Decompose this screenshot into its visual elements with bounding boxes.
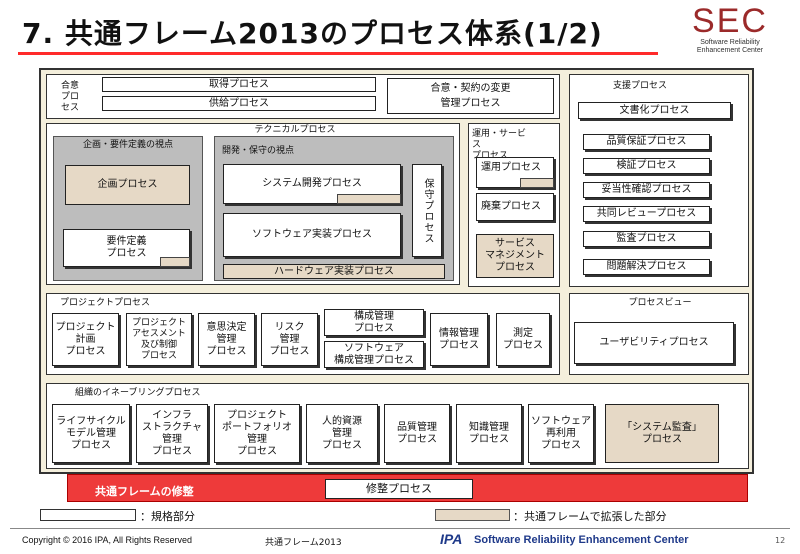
disposal-process: 廃棄プロセス bbox=[476, 193, 554, 221]
system-dev-extension-mark bbox=[337, 194, 401, 204]
legend-extended-swatch bbox=[435, 509, 510, 521]
operation-label: 運用・サービス プロセス bbox=[472, 129, 527, 161]
process-view-label: プロセスビュー bbox=[628, 298, 692, 308]
portfolio-management-process: プロジェクト ポートフォリオ 管理 プロセス bbox=[214, 404, 300, 463]
technical-label: テクニカルプロセス bbox=[254, 125, 336, 135]
planning-process: 企画プロセス bbox=[65, 165, 190, 205]
sec-logo-subtitle: Software Reliability Enhancement Center bbox=[696, 39, 764, 54]
operation-process-label: 運用プロセス bbox=[481, 162, 541, 173]
agreement-group-label: 合意 プロ セス bbox=[60, 81, 79, 113]
acquisition-process: 取得プロセス bbox=[102, 77, 376, 92]
lifecycle-model-management-process: ライフサイクル モデル管理 プロセス bbox=[52, 404, 130, 463]
quality-management-process: 品質管理 プロセス bbox=[384, 404, 450, 463]
disposal-process-label: 廃棄プロセス bbox=[481, 201, 541, 212]
project-label: プロジェクトプロセス bbox=[60, 298, 151, 308]
audit-process: 監査プロセス bbox=[583, 231, 710, 247]
footer-copyright: Copyright © 2016 IPA, All Rights Reserve… bbox=[22, 535, 193, 545]
usability-process: ユーザビリティプロセス bbox=[574, 322, 734, 364]
joint-review-process: 共同レビュープロセス bbox=[583, 206, 710, 222]
ipa-logo: IPA bbox=[440, 531, 463, 547]
page-number: 12 bbox=[775, 536, 786, 545]
human-resource-management-process: 人的資源 管理 プロセス bbox=[306, 404, 378, 463]
hardware-implementation-process: ハードウェア実装プロセス bbox=[223, 264, 445, 279]
maintenance-process: 保守プロセス bbox=[412, 164, 442, 257]
system-audit-process: 「システム監査」 プロセス bbox=[605, 404, 719, 463]
page-title: 7. 共通フレーム2013のプロセス体系(1/2) bbox=[22, 17, 603, 50]
supply-process: 供給プロセス bbox=[102, 96, 376, 111]
information-management-process: 情報管理 プロセス bbox=[430, 313, 488, 366]
service-management-process: サービス マネジメント プロセス bbox=[476, 234, 554, 278]
software-configuration-management-process: ソフトウェア 構成管理プロセス bbox=[324, 341, 424, 368]
requirements-extension-mark bbox=[160, 257, 190, 267]
risk-management-process: リスク 管理 プロセス bbox=[261, 313, 318, 366]
quality-assurance-process: 品質保証プロセス bbox=[583, 134, 710, 150]
project-assessment-control-process: プロジェクト アセスメント 及び制御 プロセス bbox=[126, 313, 192, 366]
planning-perspective-label: 企画・要件定義の視点 bbox=[82, 140, 173, 150]
configuration-management-process: 構成管理 プロセス bbox=[324, 309, 424, 336]
project-planning-process: プロジェクト 計画 プロセス bbox=[52, 313, 119, 366]
maintenance-process-label: 保守プロセス bbox=[422, 177, 433, 244]
software-reuse-process: ソフトウェア 再利用 プロセス bbox=[528, 404, 594, 463]
problem-resolution-process: 問題解決プロセス bbox=[583, 259, 710, 275]
knowledge-management-process: 知識管理 プロセス bbox=[456, 404, 522, 463]
tailoring-label: 共通フレームの修整 bbox=[95, 485, 194, 498]
sec-logo: SEC bbox=[692, 2, 768, 40]
footer-center-name: Software Reliability Enhancement Center bbox=[474, 534, 689, 546]
validation-process: 妥当性確認プロセス bbox=[583, 182, 710, 198]
infrastructure-management-process: インフラ ストラクチャ 管理 プロセス bbox=[136, 404, 208, 463]
footer-divider bbox=[10, 528, 790, 529]
legend-standard-label: ：規格部分 bbox=[140, 510, 195, 523]
measurement-process: 測定 プロセス bbox=[496, 313, 550, 366]
tailoring-process: 修整プロセス bbox=[325, 479, 473, 499]
software-implementation-process: ソフトウェア実装プロセス bbox=[223, 213, 401, 257]
title-underline bbox=[18, 52, 658, 55]
agreement-change-mgmt-process: 合意・契約の変更 管理プロセス bbox=[387, 78, 554, 114]
development-perspective-label: 開発・保守の視点 bbox=[222, 146, 295, 156]
support-label: 支援プロセス bbox=[612, 81, 667, 91]
enabling-label: 組織のイネーブリングプロセス bbox=[75, 388, 201, 398]
verification-process: 検証プロセス bbox=[583, 158, 710, 174]
decision-management-process: 意思決定 管理 プロセス bbox=[198, 313, 255, 366]
operation-extension-mark bbox=[520, 178, 554, 188]
footer-frame-name: 共通フレーム2013 bbox=[265, 538, 342, 548]
legend-extended-label: ：共通フレームで拡張した部分 bbox=[513, 510, 667, 523]
documentation-process: 文書化プロセス bbox=[578, 102, 731, 119]
legend-standard-swatch bbox=[40, 509, 136, 521]
